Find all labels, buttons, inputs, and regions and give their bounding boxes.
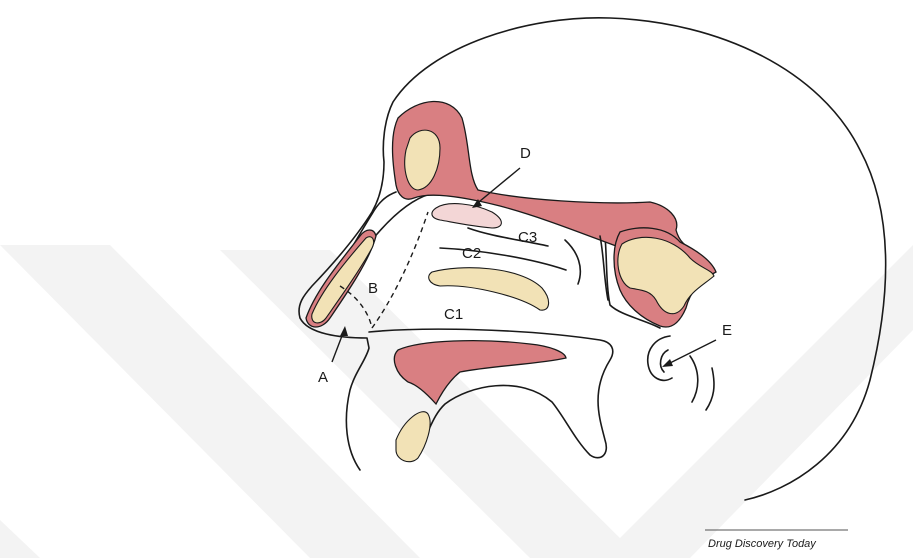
label-c2: C2 bbox=[462, 245, 481, 262]
background-watermark bbox=[0, 245, 913, 558]
label-c3: C3 bbox=[518, 229, 537, 246]
pharynx-wall-2 bbox=[706, 368, 714, 410]
arrow-e-head bbox=[662, 359, 673, 367]
credit-text: Drug Discovery Today bbox=[708, 538, 817, 550]
label-d: D bbox=[520, 145, 531, 162]
pharynx-wall bbox=[690, 356, 698, 402]
label-b: B bbox=[368, 280, 378, 297]
label-c1: C1 bbox=[444, 306, 463, 323]
inferior-turbinate bbox=[429, 268, 549, 311]
eustachian-inner bbox=[661, 350, 668, 372]
olfactory-region bbox=[432, 204, 501, 228]
middle-turbinate bbox=[440, 248, 566, 270]
eustachian-opening bbox=[648, 336, 672, 380]
superior-turbinate-scroll bbox=[565, 240, 580, 284]
arrow-e-line bbox=[664, 340, 716, 366]
label-e: E bbox=[722, 322, 732, 339]
label-a: A bbox=[318, 369, 328, 386]
